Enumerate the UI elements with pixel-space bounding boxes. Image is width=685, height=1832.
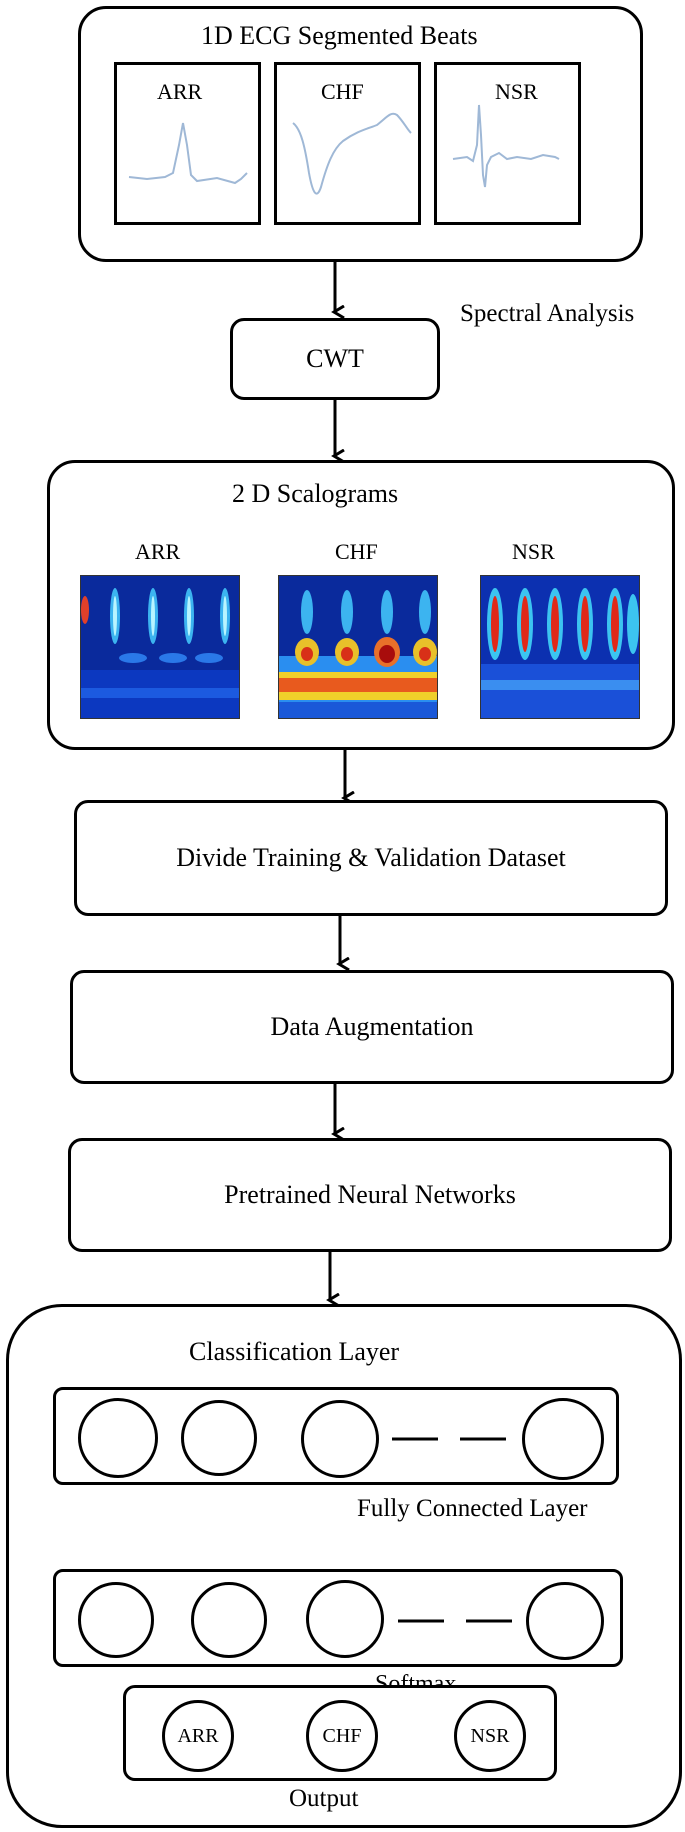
fully-connected-layer-box — [53, 1569, 623, 1667]
classification-neuron-2 — [181, 1400, 257, 1476]
ecg-panel-chf-label: CHF — [321, 79, 364, 104]
scalograms-box: 2 D Scalograms ARR CHF NSR — [47, 460, 675, 750]
ecg-panel-nsr: NSR — [434, 62, 581, 225]
classification-neuron-3 — [301, 1400, 379, 1478]
scalogram-chf — [278, 575, 438, 719]
classification-ellipsis-dashes — [392, 1437, 506, 1441]
classification-layer-title: Classification Layer — [189, 1337, 400, 1366]
output-node-nsr-label: NSR — [470, 1724, 510, 1747]
ecg-trace-nsr — [452, 104, 560, 188]
fc-ellipsis-dashes — [398, 1619, 512, 1623]
scalogram-arr — [80, 575, 240, 719]
scalogram-arr-label: ARR — [135, 539, 181, 564]
fc-neuron-1 — [78, 1582, 154, 1658]
pretrained-networks-label: Pretrained Neural Networks — [224, 1180, 516, 1209]
classification-neuron-1 — [78, 1398, 158, 1478]
output-node-arr: ARR — [162, 1700, 234, 1772]
output-node-nsr: NSR — [454, 1700, 526, 1772]
spectral-analysis-note: Spectral Analysis — [460, 300, 635, 327]
ecg-panel-nsr-label: NSR — [495, 79, 538, 104]
output-node-chf-label: CHF — [322, 1724, 362, 1747]
classifier-box: Classification Layer Fully Connected Lay… — [6, 1304, 682, 1828]
pretrained-networks-step: Pretrained Neural Networks — [68, 1138, 672, 1252]
divide-dataset-step: Divide Training & Validation Dataset — [74, 800, 668, 916]
classification-layer-box — [53, 1387, 619, 1485]
cwt-step: CWT — [230, 318, 440, 400]
divide-dataset-label: Divide Training & Validation Dataset — [176, 843, 566, 872]
fc-neuron-2 — [191, 1582, 267, 1658]
output-label: Output — [289, 1785, 359, 1812]
output-node-chf: CHF — [306, 1700, 378, 1772]
ecg-trace-chf — [292, 112, 412, 195]
output-node-arr-label: ARR — [177, 1724, 219, 1747]
fc-neuron-n — [526, 1582, 604, 1660]
output-layer-box: ARR CHF NSR — [123, 1685, 557, 1781]
fully-connected-layer-title: Fully Connected Layer — [357, 1495, 588, 1522]
scalogram-nsr — [480, 575, 640, 719]
ecg-trace-arr — [128, 122, 248, 185]
scalograms-title: 2 D Scalograms — [232, 479, 399, 508]
data-augmentation-step: Data Augmentation — [70, 970, 674, 1084]
fc-neuron-3 — [306, 1580, 384, 1658]
cwt-step-label: CWT — [306, 344, 364, 373]
classification-neuron-n — [522, 1398, 604, 1480]
ecg-panel-arr-label: ARR — [157, 79, 203, 104]
ecg-beats-title: 1D ECG Segmented Beats — [201, 21, 478, 50]
data-augmentation-label: Data Augmentation — [270, 1012, 474, 1041]
scalogram-nsr-label: NSR — [512, 539, 555, 564]
ecg-panel-arr: ARR — [114, 62, 261, 225]
ecg-panel-chf: CHF — [274, 62, 421, 225]
scalogram-chf-label: CHF — [335, 539, 378, 564]
ecg-beats-box: 1D ECG Segmented Beats ARR CHF NSR — [78, 6, 643, 262]
